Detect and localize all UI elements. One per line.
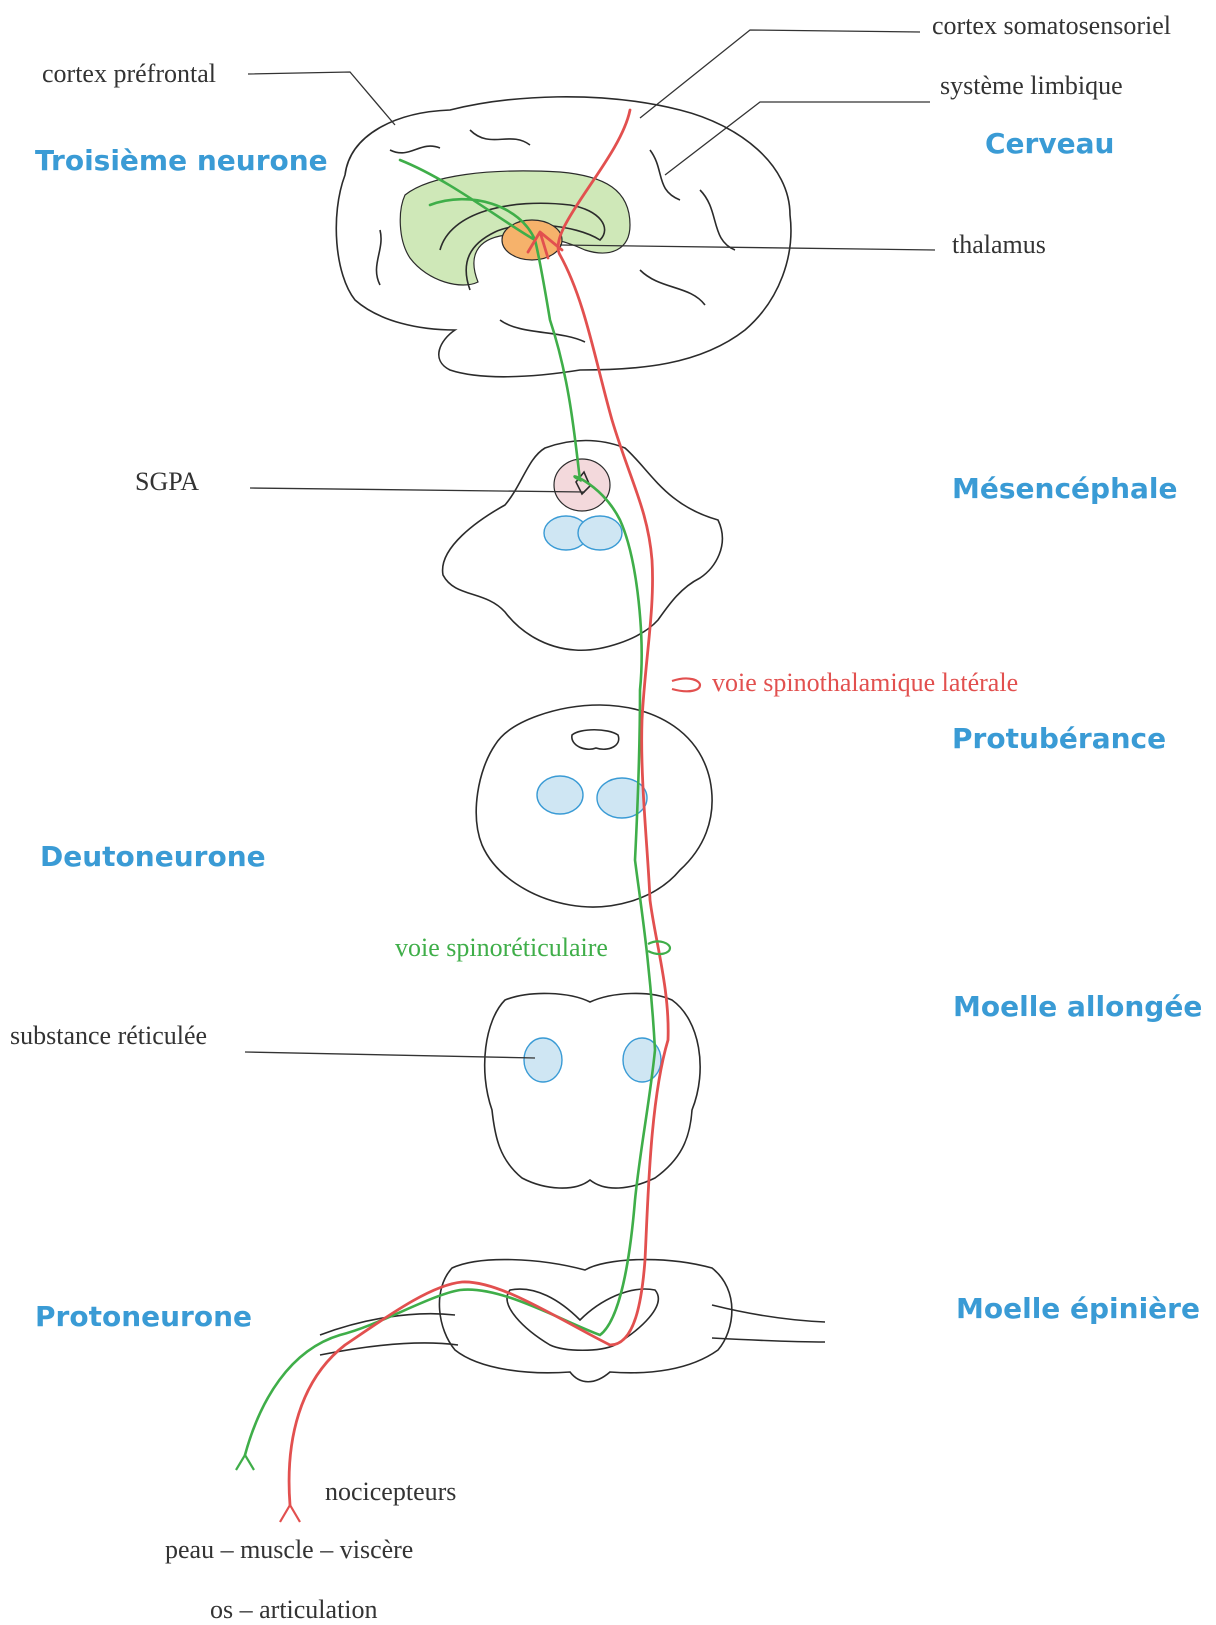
brain-drawing [336, 97, 791, 377]
nociceptor-red [280, 1505, 300, 1522]
neuron-protoneurone: Protoneurone [35, 1300, 252, 1333]
pons-fourth-ventricle [572, 730, 619, 749]
label-thalamus: thalamus [952, 230, 1046, 259]
neuron-troisieme: Troisième neurone [35, 144, 328, 177]
pons-nucleus-left [537, 776, 583, 814]
level-moelle-epiniere: Moelle épinière [956, 1292, 1200, 1325]
spinal-nerve-right [712, 1305, 825, 1342]
label-substance-reticulee: substance réticulée [10, 1021, 207, 1050]
spinal-cord-outline [439, 1260, 731, 1382]
label-systeme-limbique: système limbique [940, 71, 1123, 100]
label-nocicepteurs: nocicepteurs [325, 1477, 456, 1506]
medulla-reticular-left [524, 1038, 562, 1082]
pons-drawing [476, 705, 712, 907]
label-sgpa: SGPA [135, 467, 199, 496]
mesencephalon-drawing [443, 441, 723, 651]
sgpa-shape [554, 459, 610, 511]
level-cerveau: Cerveau [985, 127, 1114, 160]
leader-cortex-somatosensoriel [640, 30, 920, 118]
leader-substance-reticulee [245, 1052, 535, 1058]
pons-outline [476, 705, 712, 907]
level-protuberance: Protubérance [952, 722, 1166, 755]
label-tissues-line1: peau – muscle – viscère [165, 1535, 413, 1564]
level-moelle-allongee: Moelle allongée [953, 990, 1202, 1023]
mesencephalon-nucleus-right [578, 516, 622, 550]
label-spinoreticular: voie spinoréticulaire [395, 933, 608, 962]
label-spinothalamic: voie spinothalamique latérale [712, 668, 1018, 697]
leader-cortex-prefrontal [248, 72, 395, 125]
leader-systeme-limbique [665, 102, 930, 175]
leader-sgpa [250, 488, 585, 492]
label-tissues-line2: os – articulation [210, 1595, 378, 1624]
level-mesencephale: Mésencéphale [952, 472, 1178, 505]
spinal-cord-drawing [320, 1260, 825, 1382]
neuron-deutoneurone: Deutoneurone [40, 840, 266, 873]
label-cortex-somatosensoriel: cortex somatosensoriel [932, 11, 1171, 40]
nociceptor-green [236, 1455, 254, 1470]
spinothalamic-marker [672, 678, 700, 691]
label-cortex-prefrontal: cortex préfrontal [42, 59, 216, 88]
